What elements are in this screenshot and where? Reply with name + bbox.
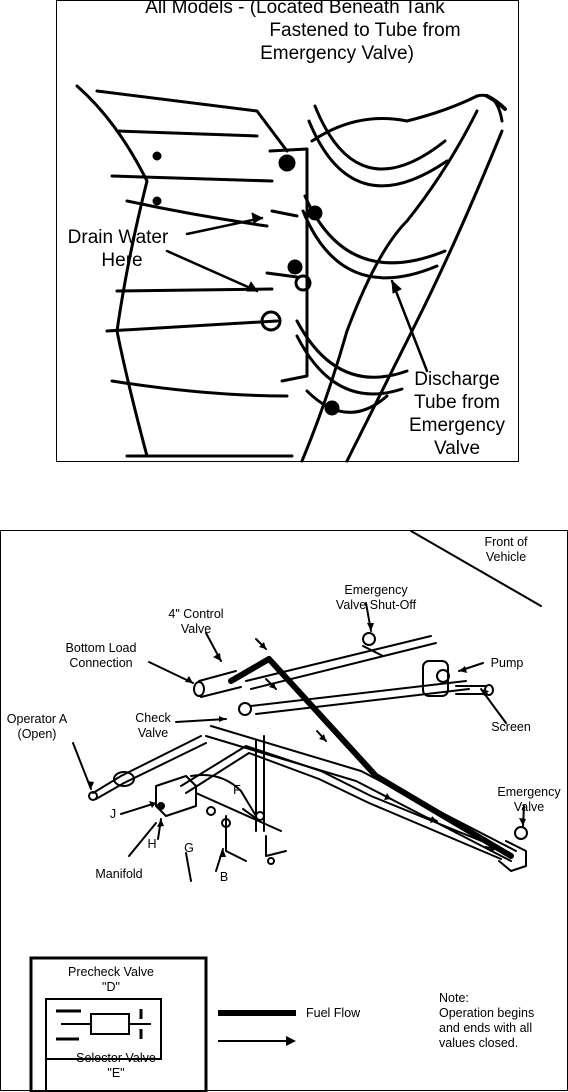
discharge-line3: Emergency: [408, 415, 506, 436]
front-of-vehicle-line2: Vehicle: [485, 550, 527, 564]
label-h: H: [147, 837, 157, 851]
check-valve-line1: Check: [135, 711, 171, 725]
emergency-shutoff-line1: Emergency: [344, 583, 408, 597]
caption-line3: Emergency Valve): [260, 43, 414, 64]
note-line1: Note:: [439, 991, 469, 1005]
pump-label: Pump: [490, 656, 524, 670]
emergency-valve-line1: Emergency: [497, 785, 561, 799]
legend-precheck-line1: Precheck Valve: [68, 965, 154, 979]
caption-line2: Fastened to Tube from: [269, 20, 461, 41]
note-line4: values closed.: [439, 1036, 519, 1050]
operator-line2: (Open): [17, 727, 57, 741]
discharge-line2: Tube from: [414, 392, 500, 413]
drain-location-illustration: [75, 84, 507, 463]
control-valve-line2: Valve: [180, 622, 212, 636]
bottom-load-line2: Connection: [69, 656, 133, 670]
label-j: J: [109, 807, 117, 821]
screen-label: Screen: [491, 720, 531, 734]
drain-location-figure: All Models - (Located Beneath Tank Faste…: [56, 0, 519, 463]
front-of-vehicle-line1: Front of: [484, 535, 528, 549]
drain-label-line1: Drain Water: [67, 227, 169, 248]
discharge-line1: Discharge: [414, 369, 500, 390]
bottom-load-line1: Bottom Load: [65, 641, 137, 655]
control-valve-line1: 4" Control: [168, 607, 224, 621]
drain-label-line2: Here: [101, 250, 143, 271]
fuel-flow-figure: Front of Vehicle Emergency Valve Shut-Of…: [0, 530, 568, 1092]
label-b: B: [219, 870, 229, 884]
emergency-shutoff-line2: Valve Shut-Off: [335, 598, 417, 612]
fuel-flow-schematic: [29, 531, 542, 1092]
note-line3: and ends with all: [439, 1021, 533, 1035]
label-f: F: [233, 783, 241, 797]
check-valve-line2: Valve: [137, 726, 169, 740]
manifold-label: Manifold: [95, 867, 143, 881]
discharge-line4: Valve: [433, 438, 481, 459]
legend-selector-line1: Selector Valve: [76, 1051, 156, 1065]
emergency-valve-line2: Valve: [513, 800, 545, 814]
legend-precheck-line2: "D": [102, 980, 120, 994]
legend-selector-line2: "E": [107, 1066, 125, 1080]
operator-line1: Operator A: [6, 712, 68, 726]
label-g: G: [184, 841, 194, 855]
legend-fuel-flow: Fuel Flow: [306, 1006, 361, 1020]
note-line2: Operation begins: [439, 1006, 535, 1020]
caption-line1: All Models - (Located Beneath Tank: [145, 0, 445, 18]
